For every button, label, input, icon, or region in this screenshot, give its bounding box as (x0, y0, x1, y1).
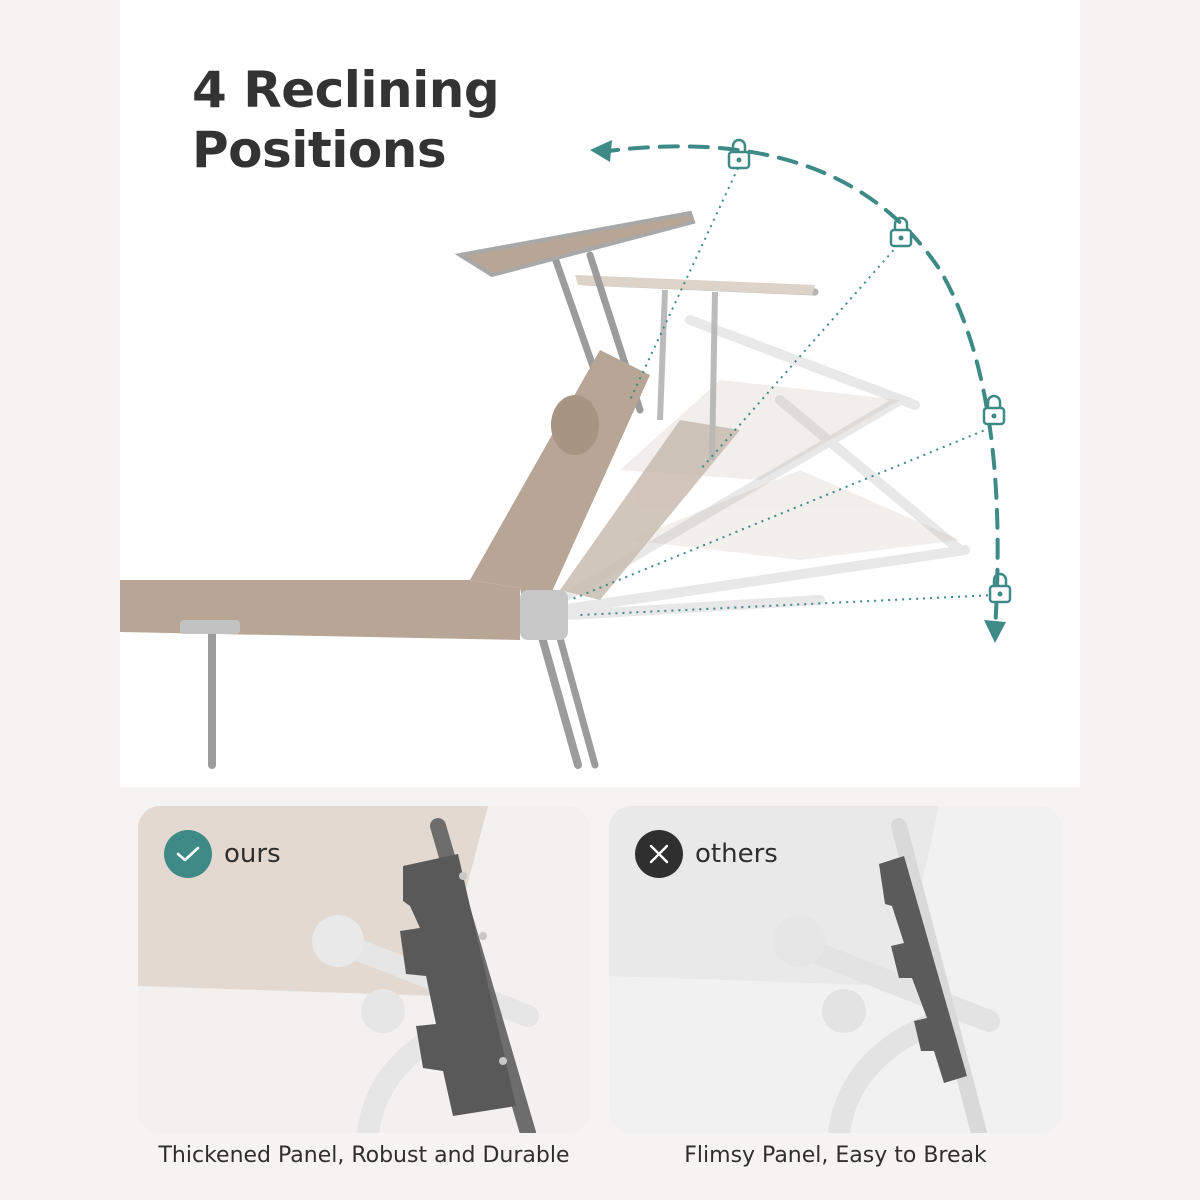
mid-recline-position (560, 275, 819, 600)
others-label: others (695, 839, 778, 869)
lock-icon (727, 138, 751, 170)
lock-icon (988, 572, 1012, 604)
ours-panel-closeup (138, 806, 590, 1133)
comparison-card-ours: ours (138, 806, 590, 1133)
ours-caption: Thickened Panel, Robust and Durable (158, 1143, 570, 1168)
recline-arrow-arc (598, 144, 1000, 632)
arrow-head-down-icon (984, 620, 1006, 643)
check-icon (164, 830, 212, 878)
others-panel-closeup (609, 806, 1062, 1133)
lock-icon (889, 216, 913, 248)
lounger-backrest (470, 350, 650, 640)
flimsy-notched-panel (879, 856, 967, 1083)
cross-icon (635, 830, 683, 878)
headrest-pillow (551, 395, 599, 455)
hero-title: 4 Reclining Positions (192, 60, 500, 180)
comparison-card-others: others (609, 806, 1062, 1133)
thick-notched-panel (400, 854, 516, 1116)
ours-badge: ours (164, 830, 281, 878)
others-caption: Flimsy Panel, Easy to Break (684, 1143, 987, 1168)
ours-label: ours (224, 839, 281, 869)
lock-icon (982, 394, 1006, 426)
others-badge: others (635, 830, 778, 878)
lounger-illustration (120, 138, 1012, 769)
hinge-bracket (180, 620, 240, 634)
hero-title-line-1: 4 Reclining (192, 61, 500, 119)
hero-title-line-2: Positions (192, 121, 447, 179)
sunshade (454, 210, 696, 278)
lounger-bed (120, 580, 520, 640)
guide-lines (569, 167, 996, 616)
arrow-head-left-icon (590, 140, 612, 162)
